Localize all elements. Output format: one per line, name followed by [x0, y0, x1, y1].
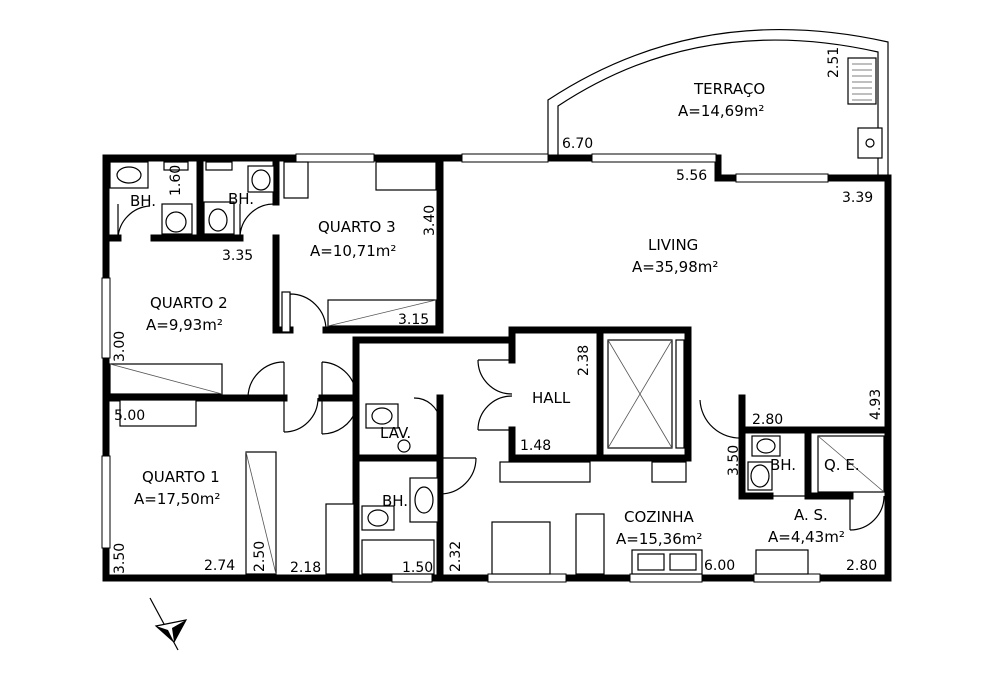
dim-service-depth: 3.50 [726, 445, 742, 476]
as-area: A=4,43m² [768, 528, 845, 546]
dim-quarto3-depth: 3.40 [422, 205, 438, 236]
dim-service-bottom: 2.80 [846, 558, 877, 574]
terraco-area: A=14,69m² [678, 102, 764, 120]
dim-living-depth: 4.93 [868, 389, 884, 420]
dimension-labels: 2.51 6.70 5.56 3.39 4.93 2.80 2.80 3.50 … [112, 47, 884, 576]
dim-hall-depth: 2.38 [576, 345, 592, 376]
as-name: A. S. [794, 506, 828, 524]
quarto1-name: QUARTO 1 [142, 468, 220, 486]
interior-walls [102, 154, 892, 582]
dim-service-top: 2.80 [752, 412, 783, 428]
dim-living-top: 5.56 [676, 168, 707, 184]
dim-quarto2-depth: 3.00 [112, 331, 128, 362]
doors [117, 203, 885, 531]
dim-quarto3-width: 3.15 [398, 312, 429, 328]
dim-quarto1-depth: 3.50 [112, 543, 128, 574]
dim-quarto2-width: 3.35 [222, 248, 253, 264]
elevator-shaft [607, 339, 685, 449]
dim-bh-center-width: 1.50 [402, 560, 433, 576]
dim-quarto1-width: 5.00 [114, 408, 145, 424]
bh-top-left-name: BH. [130, 192, 156, 210]
bh-center-name: BH. [382, 492, 408, 510]
quarto2-name: QUARTO 2 [150, 294, 228, 312]
bh-service-name: BH. [770, 456, 796, 474]
terrace-outline [547, 28, 889, 176]
dim-bh-top-depth: 1.60 [168, 165, 184, 196]
bh-top-mid-name: BH. [228, 190, 254, 208]
living-name: LIVING [648, 236, 698, 254]
terraco-name: TERRAÇO [693, 80, 765, 98]
quarto1-area: A=17,50m² [134, 490, 220, 508]
dim-cozinha-depth: 2.32 [448, 541, 464, 572]
dim-terraco-width: 6.70 [562, 136, 593, 152]
quarto2-area: A=9,93m² [146, 316, 223, 334]
cozinha-area: A=15,36m² [616, 530, 702, 548]
terrace-grill [847, 57, 877, 105]
dim-closet-depth: 2.50 [252, 541, 268, 572]
dim-terraco-depth: 2.51 [826, 47, 842, 78]
bathroom-fixtures [109, 161, 781, 575]
terrace-grill-lines [852, 63, 872, 101]
dim-closet-width: 2.18 [290, 560, 321, 576]
wardrobes [109, 161, 437, 575]
dim-cozinha-width: 6.00 [704, 558, 735, 574]
quarto3-area: A=10,71m² [310, 242, 396, 260]
dim-quarto1-bottom: 2.74 [204, 558, 235, 574]
north-arrow-icon [149, 597, 188, 651]
living-area: A=35,98m² [632, 258, 718, 276]
kitchen-fixtures [491, 435, 885, 575]
hall-name: HALL [532, 389, 571, 407]
dim-hall-width: 1.48 [520, 438, 551, 454]
lav-name: LAV. [380, 424, 411, 442]
windows [101, 153, 829, 583]
qe-name: Q. E. [824, 456, 860, 474]
room-labels: TERRAÇO A=14,69m² LIVING A=35,98m² QUART… [130, 80, 860, 548]
dim-living-right-top: 3.39 [842, 190, 873, 206]
cozinha-name: COZINHA [624, 508, 694, 526]
quarto3-name: QUARTO 3 [318, 218, 396, 236]
